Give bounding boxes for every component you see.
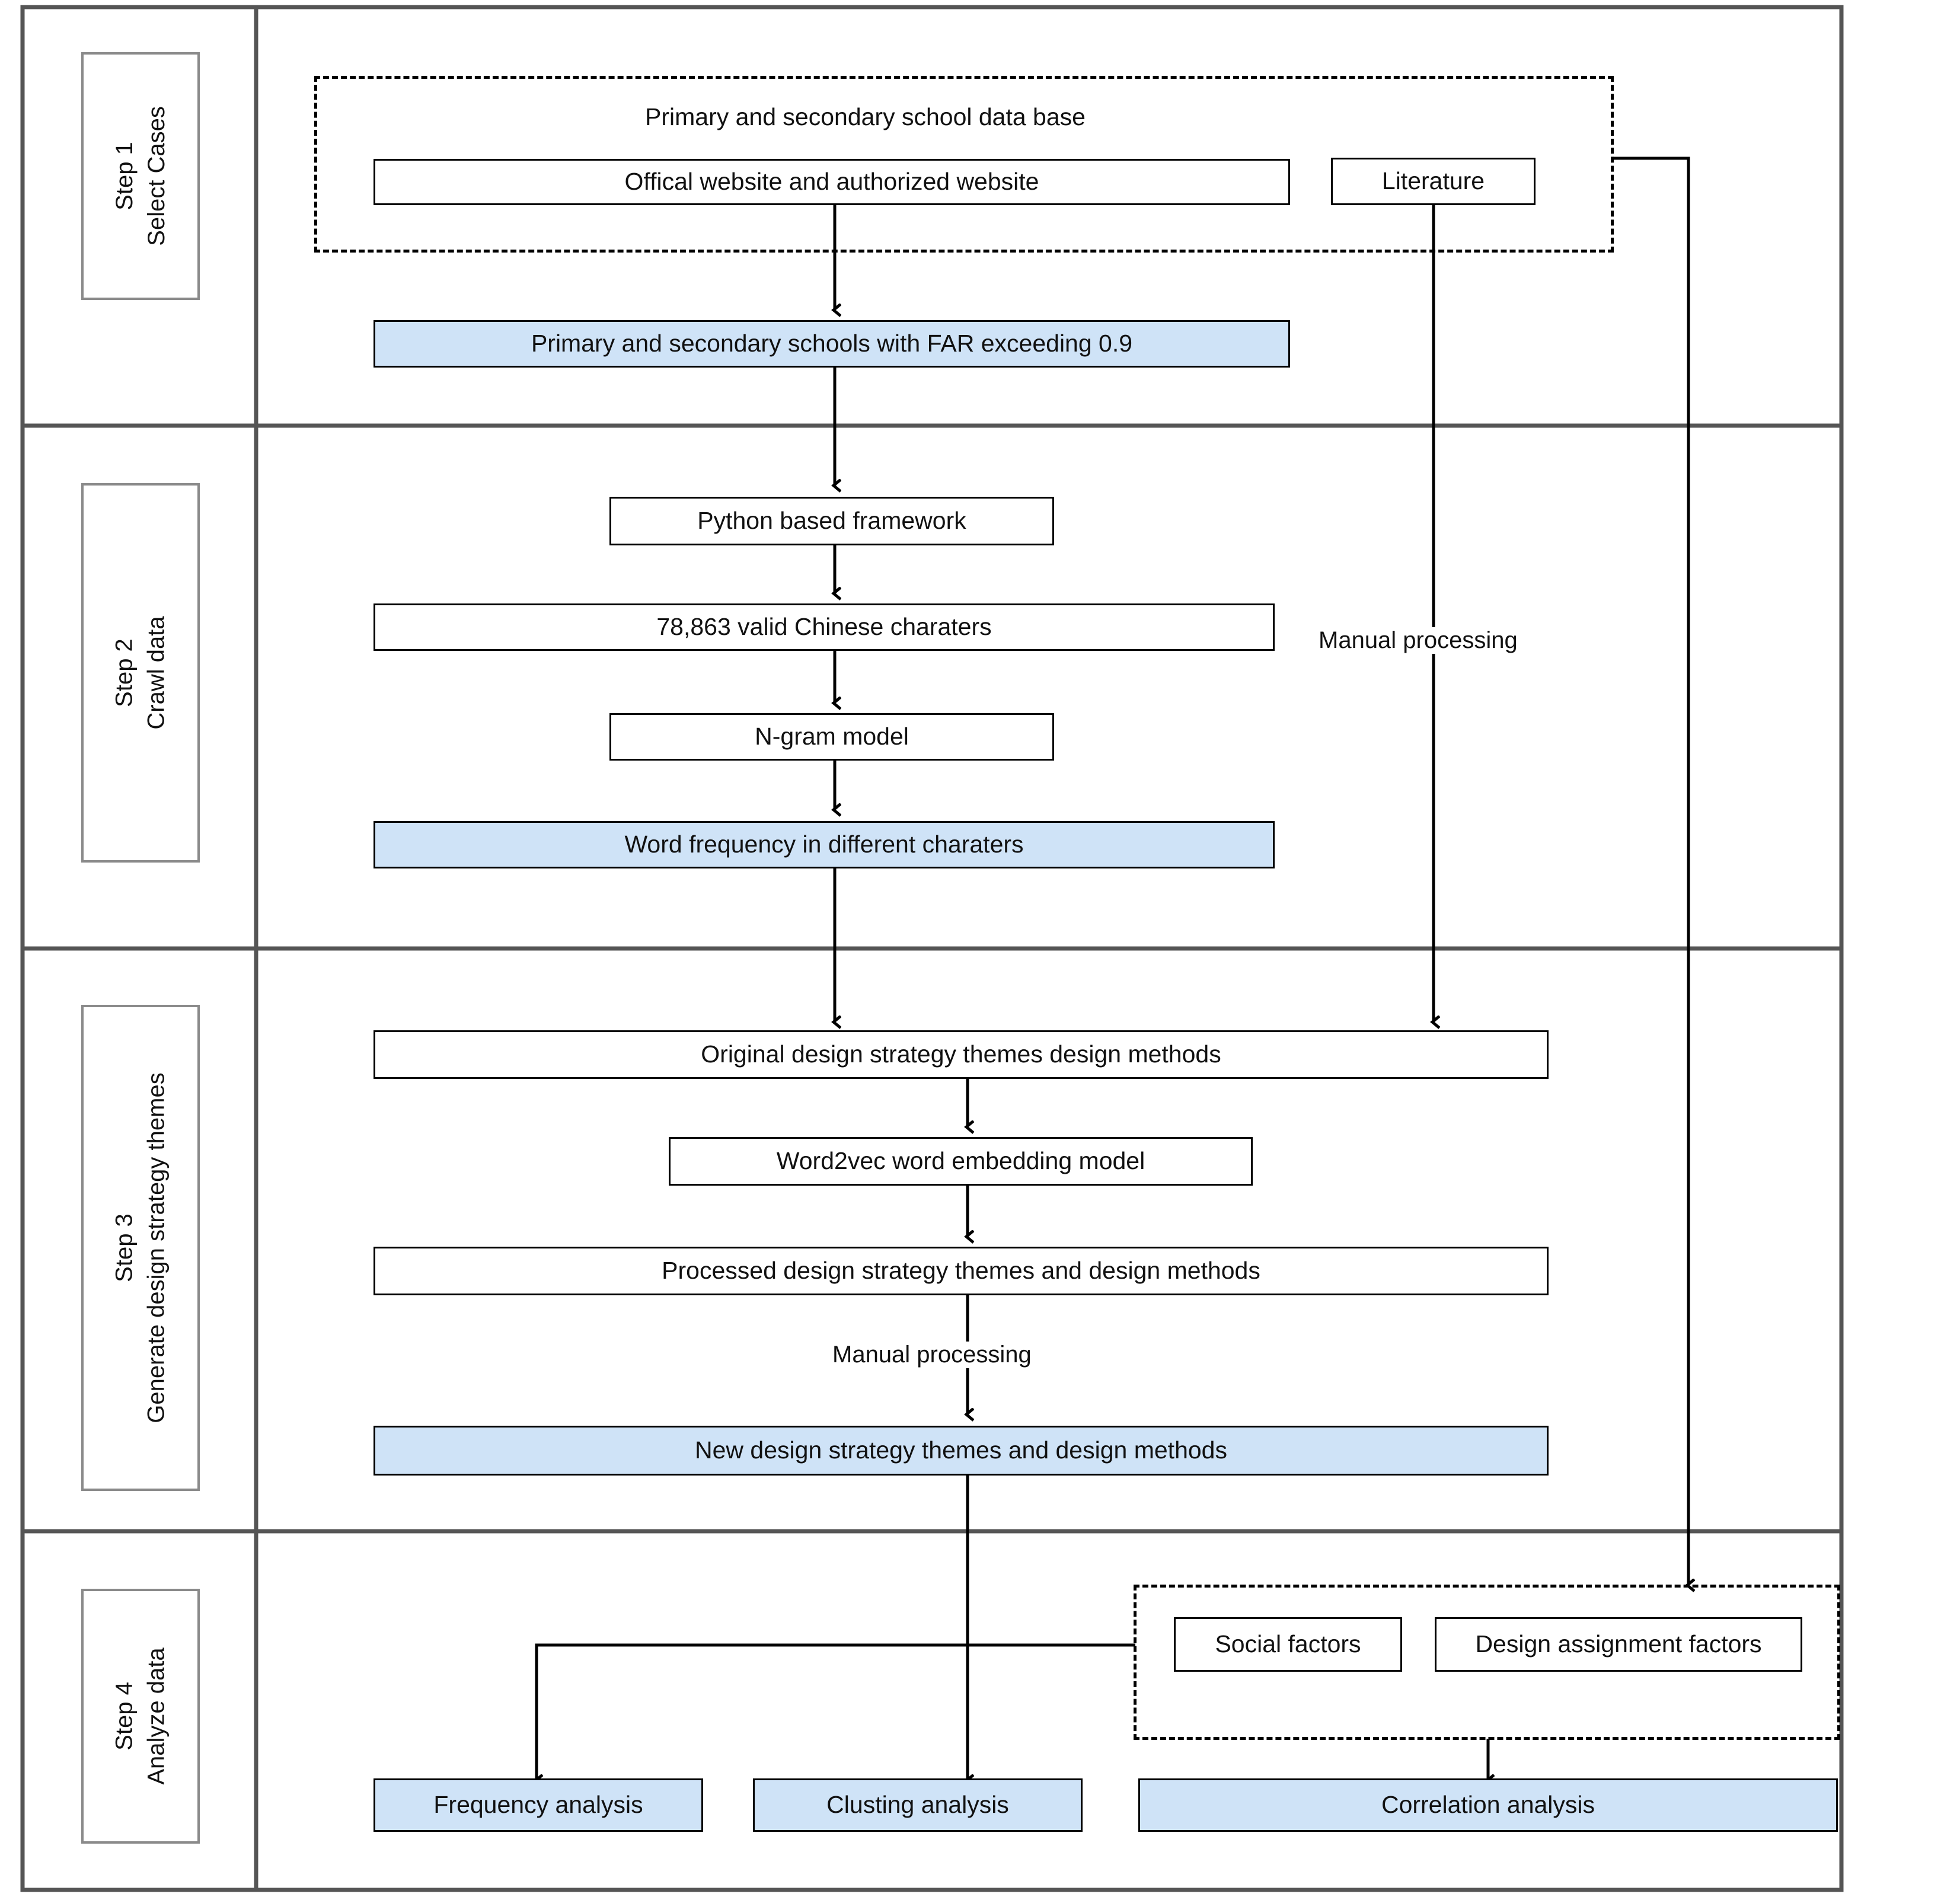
factors-group-dashed-box	[1134, 1585, 1840, 1740]
step-label-step1: Step 1 Select Cases	[81, 52, 200, 300]
step-label-step2: Step 2 Crawl data	[81, 483, 200, 863]
edge-label-literature-manual: Manual processing	[1315, 627, 1521, 654]
node-social-factors[interactable]: Social factors	[1174, 1617, 1402, 1672]
node-frequency-analysis[interactable]: Frequency analysis	[374, 1778, 703, 1832]
node-ngram-model[interactable]: N-gram model	[609, 713, 1054, 761]
node-python-framework[interactable]: Python based framework	[609, 497, 1054, 545]
step3-number: Step 3	[111, 1213, 138, 1282]
node-far-schools[interactable]: Primary and secondary schools with FAR e…	[374, 320, 1290, 368]
step4-number: Step 4	[111, 1682, 138, 1751]
node-clusting-analysis[interactable]: Clusting analysis	[753, 1778, 1083, 1832]
step4-name: Analyze data	[143, 1647, 170, 1785]
node-design-assignment-factors[interactable]: Design assignment factors	[1435, 1617, 1802, 1672]
node-valid-characters[interactable]: 78,863 valid Chinese charaters	[374, 603, 1275, 651]
step2-name: Crawl data	[143, 616, 170, 730]
node-new-themes[interactable]: New design strategy themes and design me…	[374, 1426, 1549, 1476]
step-label-step3: Step 3 Generate design strategy themes	[81, 1005, 200, 1491]
step1-name: Select Cases	[143, 106, 170, 246]
node-literature[interactable]: Literature	[1331, 158, 1536, 205]
step-label-step4: Step 4 Analyze data	[81, 1589, 200, 1844]
node-word-frequency[interactable]: Word frequency in different charaters	[374, 821, 1275, 868]
node-original-themes[interactable]: Original design strategy themes design m…	[374, 1030, 1549, 1079]
node-correlation-analysis[interactable]: Correlation analysis	[1138, 1778, 1838, 1832]
node-official-website[interactable]: Offical website and authorized website	[374, 159, 1290, 205]
database-group-label: Primary and secondary school data base	[645, 103, 1086, 130]
step3-name: Generate design strategy themes	[143, 1072, 170, 1423]
step2-number: Step 2	[111, 638, 138, 707]
step1-number: Step 1	[111, 142, 138, 210]
database-group-dashed-box	[314, 76, 1614, 253]
edge-label-processed-manual: Manual processing	[829, 1342, 1035, 1368]
node-processed-themes[interactable]: Processed design strategy themes and des…	[374, 1247, 1549, 1295]
node-word2vec[interactable]: Word2vec word embedding model	[669, 1137, 1253, 1186]
